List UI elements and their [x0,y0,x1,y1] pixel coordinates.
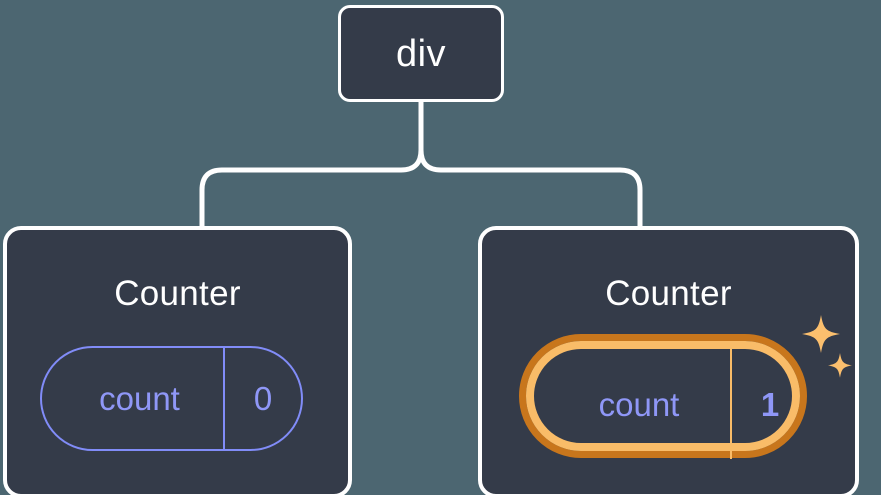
connector-branch-right [418,147,643,231]
state-pill-right-divider [730,349,732,459]
node-div[interactable]: div [338,5,504,102]
state-pill-count-left[interactable]: count 0 [40,346,303,451]
state-pill-left-body: count 0 [42,348,301,449]
node-div-label: div [395,32,447,75]
state-pill-left-value: 0 [253,380,273,417]
node-counter-right-label: Counter [605,274,732,313]
state-pill-left-divider [223,348,225,449]
state-pill-right-body: count 1 [534,349,808,459]
state-pill-right-key: count [598,385,680,423]
state-pill-count-right-highlighted[interactable]: count 1 [519,334,808,459]
node-counter-left-label: Counter [114,274,241,313]
state-pill-left-key: count [99,380,180,417]
state-pill-right-value: 1 [760,385,780,423]
connector-branch-left [199,147,424,231]
